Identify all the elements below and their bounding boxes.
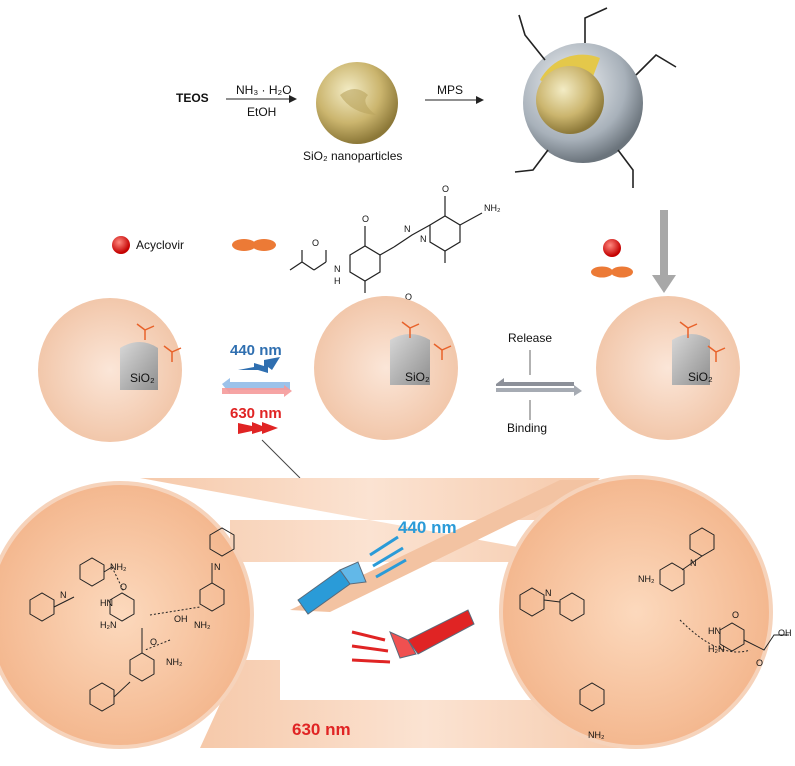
acyclovir-icon bbox=[603, 239, 621, 257]
magnified-bound-state bbox=[0, 481, 254, 749]
atom-label: O bbox=[756, 658, 763, 668]
bound-state-structures bbox=[29, 527, 235, 712]
atom-label: O bbox=[120, 582, 127, 592]
atom-label: N bbox=[334, 264, 341, 274]
photo-switch-arrow-back[interactable] bbox=[222, 385, 292, 397]
atom-label: HN bbox=[708, 626, 721, 636]
atom-label: H bbox=[334, 276, 341, 286]
atom-label: O bbox=[405, 292, 412, 302]
light-630-label: 630 nm bbox=[230, 405, 282, 422]
reactant-teos: TEOS bbox=[176, 91, 209, 105]
silica-core-label: SiO₂ bbox=[688, 370, 713, 384]
reagent-ethanol: EtOH bbox=[247, 105, 276, 119]
binding-arrow[interactable] bbox=[496, 385, 582, 396]
magnified-released-state bbox=[499, 475, 773, 749]
atom-label: N bbox=[60, 590, 67, 600]
down-arrow bbox=[652, 210, 676, 293]
atom-label: NH₂ bbox=[110, 562, 127, 572]
reagent-mps: MPS bbox=[437, 83, 463, 97]
reagent-ammonia: NH₃ · H₂O bbox=[236, 83, 292, 97]
release-label: Release bbox=[508, 331, 552, 345]
release-arrow[interactable] bbox=[496, 378, 574, 386]
imprinted-particle-middle bbox=[314, 296, 458, 440]
zoom-connector-line bbox=[261, 439, 301, 479]
atom-label: NH₂ bbox=[588, 730, 605, 740]
atom-label: OH bbox=[174, 614, 188, 624]
bottom-light-440-label: 440 nm bbox=[398, 518, 457, 537]
atom-label: O bbox=[442, 184, 449, 194]
atom-label: OH bbox=[778, 628, 792, 638]
atom-label: NH₂ bbox=[194, 620, 211, 630]
binding-label: Binding bbox=[507, 421, 547, 435]
atom-label: N bbox=[420, 234, 427, 244]
atom-label: O bbox=[150, 637, 157, 647]
atom-label: NH₂ bbox=[484, 203, 501, 213]
atom-label: N bbox=[545, 588, 552, 598]
atom-label: H₂N bbox=[100, 620, 117, 630]
silica-core-label: SiO₂ bbox=[405, 370, 430, 384]
binding-site-icons bbox=[136, 321, 726, 362]
silica-nanoparticles-label: SiO₂ nanoparticles bbox=[303, 149, 402, 163]
released-state-structures bbox=[519, 527, 789, 712]
atom-label: O bbox=[312, 238, 319, 248]
azobenzene-monomer-icon bbox=[232, 239, 276, 251]
atom-label: O bbox=[362, 214, 369, 224]
upper-band bbox=[140, 478, 600, 562]
atom-label: N bbox=[214, 562, 221, 572]
azobenzene-monomer-structure bbox=[289, 196, 483, 293]
azobenzene-monomer-icon bbox=[591, 266, 633, 278]
atom-label: N bbox=[690, 558, 697, 568]
acyclovir-label: Acyclovir bbox=[136, 238, 184, 252]
blue-flashlight-icon bbox=[297, 535, 407, 615]
red-light-bolt-icon bbox=[238, 422, 278, 434]
light-440-label: 440 nm bbox=[230, 342, 282, 359]
acyclovir-icon bbox=[112, 236, 130, 254]
imprinted-particle-left bbox=[38, 298, 182, 442]
atom-label: HN bbox=[100, 598, 113, 608]
atom-label: NH₂ bbox=[638, 574, 655, 584]
red-flashlight-icon bbox=[351, 609, 475, 664]
vinyl-silica-particle bbox=[514, 7, 677, 188]
atom-label: O bbox=[732, 610, 739, 620]
blue-light-bolt-icon bbox=[238, 357, 280, 373]
bottom-light-630-label: 630 nm bbox=[292, 720, 351, 739]
lower-band bbox=[200, 660, 650, 748]
diagonal-divider bbox=[290, 480, 600, 612]
atom-label: N bbox=[404, 224, 411, 234]
imprinted-particle-right bbox=[596, 296, 740, 440]
silica-core-label: SiO₂ bbox=[130, 371, 155, 385]
atom-label: NH₂ bbox=[166, 657, 183, 667]
nanoparticle-cutout bbox=[340, 89, 376, 115]
atom-label: H₂N bbox=[708, 644, 725, 654]
